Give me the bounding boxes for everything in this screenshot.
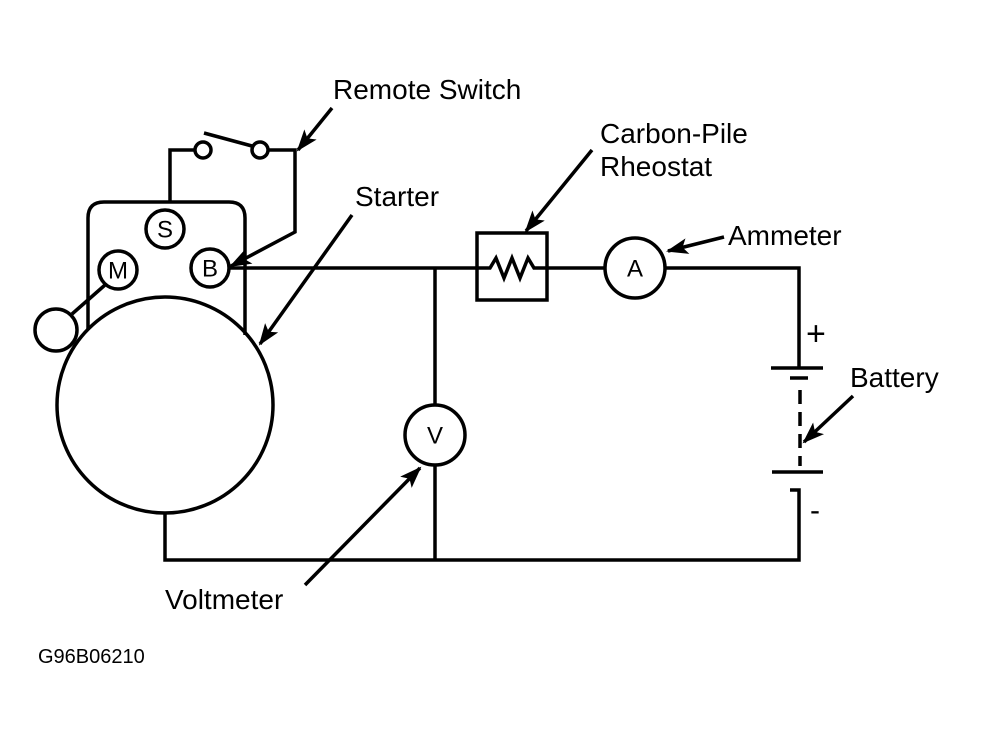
voltmeter-label: V	[427, 423, 443, 450]
circuit-wiring: A V + -	[163, 231, 826, 562]
starter-arrow	[258, 213, 354, 346]
figure-id: G96B06210	[38, 646, 145, 668]
rheostat-arrow	[524, 148, 594, 233]
motor-lead-wire	[70, 283, 107, 316]
switch-wire-b	[229, 148, 297, 268]
starter-body	[55, 295, 275, 515]
wire	[163, 488, 801, 562]
negative-sign: -	[810, 494, 820, 527]
motor-lead-connector	[33, 307, 79, 353]
switch-contact	[193, 140, 213, 160]
ammeter-label: A	[627, 256, 643, 283]
terminal-s	[144, 208, 186, 250]
rheostat-label-line2: Rheostat	[600, 151, 712, 182]
switch-wire-s	[168, 148, 195, 202]
battery-label: Battery	[850, 362, 939, 393]
battery-arrow	[802, 394, 855, 444]
ammeter-arrow	[666, 235, 725, 254]
voltmeter-arrow	[303, 466, 422, 587]
terminal-m-label: M	[108, 258, 128, 285]
terminal-b-label: B	[202, 256, 218, 283]
positive-sign: +	[806, 315, 826, 353]
terminal-s-label: S	[157, 217, 173, 244]
starter-motor: S M B	[33, 200, 275, 515]
terminal-m	[97, 249, 139, 291]
remote-switch	[168, 131, 297, 268]
voltmeter-callout-label: Voltmeter	[165, 584, 283, 615]
remote-switch-label: Remote Switch	[333, 74, 521, 105]
remote-switch-arrow	[296, 106, 334, 152]
starter-label: Starter	[355, 181, 439, 212]
wire	[665, 266, 801, 368]
switch-contact	[250, 140, 270, 160]
switch-blade	[203, 131, 253, 148]
resistor-zigzag	[477, 253, 547, 283]
rheostat-label-line1: Carbon-Pile	[600, 118, 748, 149]
solenoid-housing	[86, 200, 247, 335]
callout-arrows	[258, 106, 855, 587]
ammeter-callout-label: Ammeter	[728, 220, 842, 251]
